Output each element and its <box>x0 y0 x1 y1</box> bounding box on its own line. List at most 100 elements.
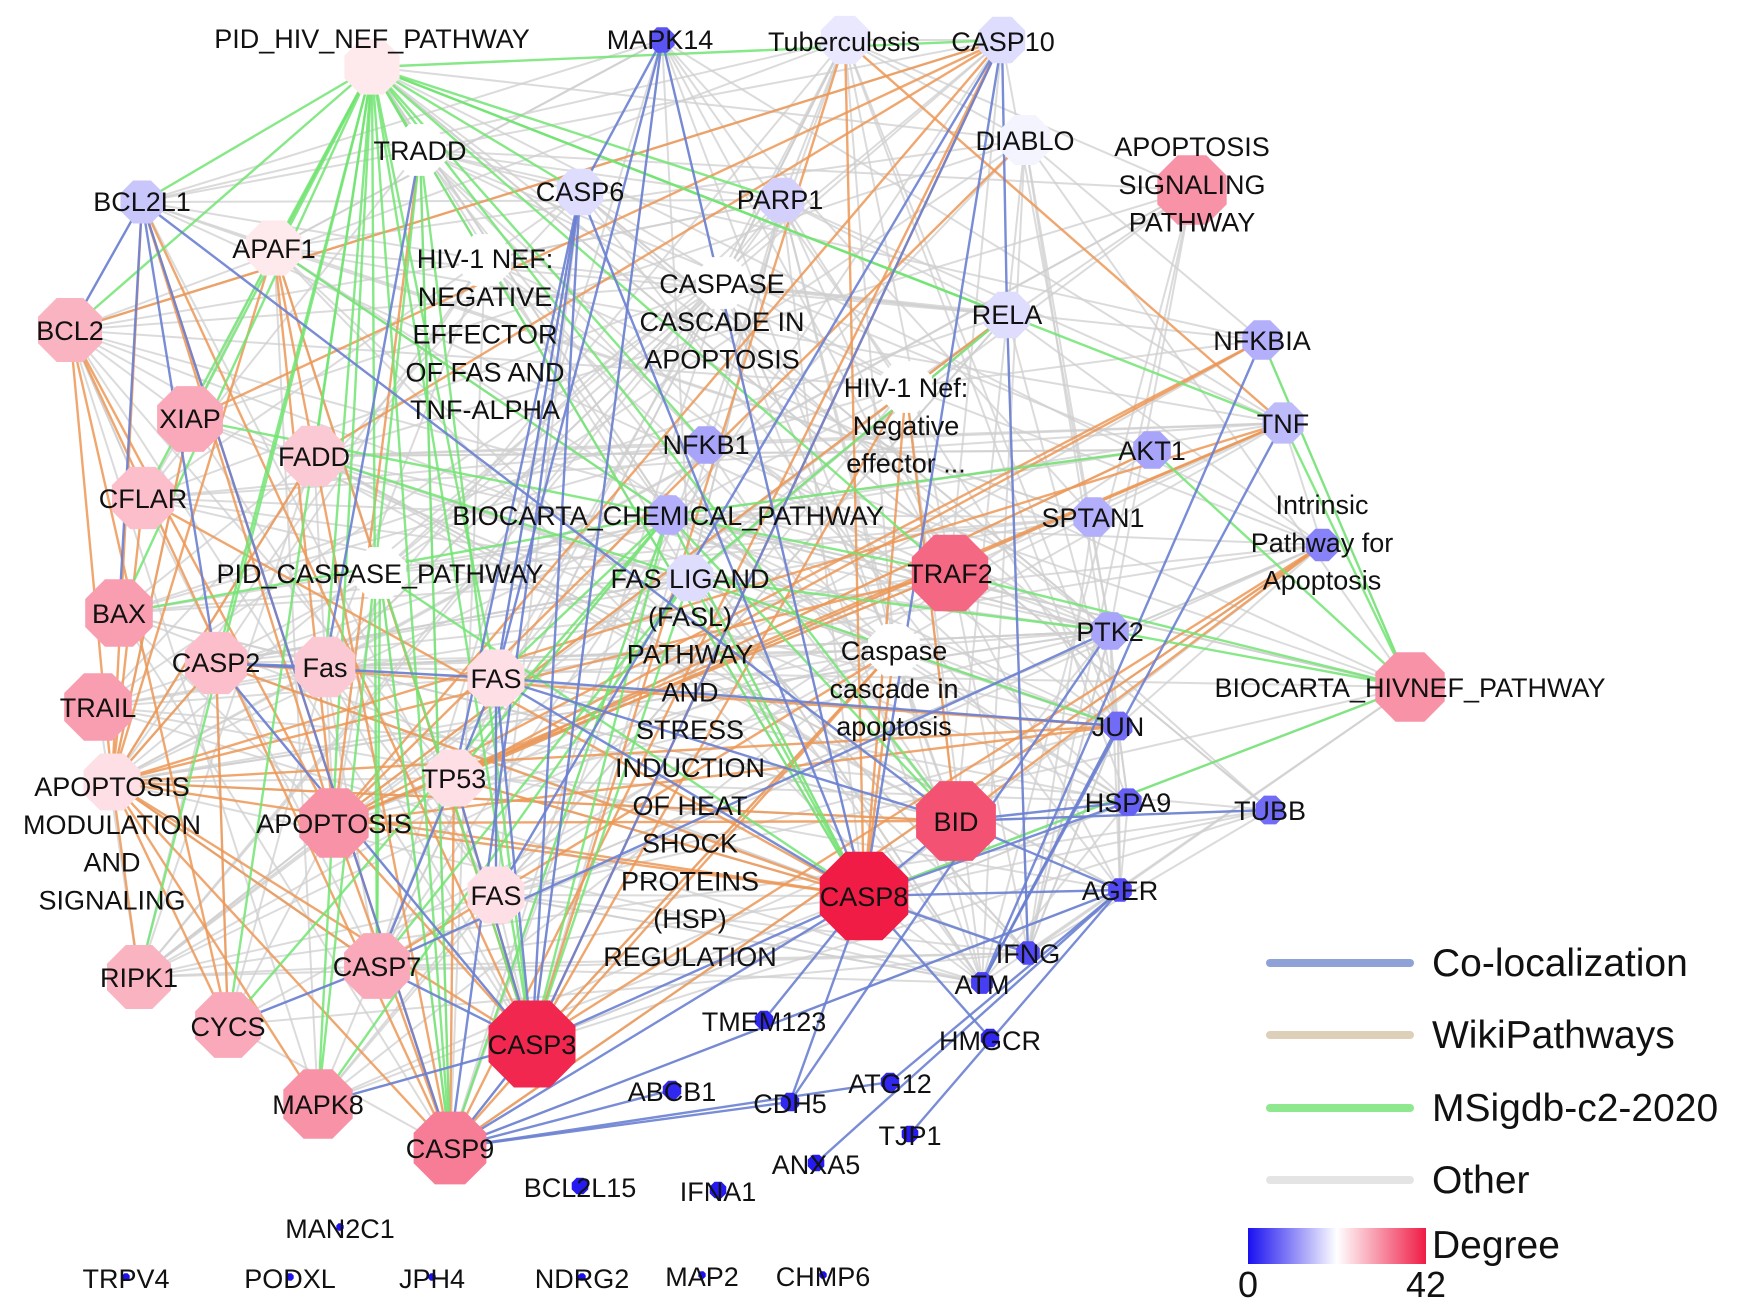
node-shape[interactable] <box>1157 155 1227 225</box>
node-shape[interactable] <box>1000 115 1050 165</box>
node-shape[interactable] <box>157 386 223 452</box>
node-shape[interactable] <box>1242 320 1282 360</box>
node-cdh5[interactable]: CDH5 <box>753 1089 827 1119</box>
node-shape[interactable] <box>1255 795 1285 825</box>
node-tubb[interactable]: TUBB <box>1234 795 1306 826</box>
node-shape[interactable] <box>819 1271 827 1279</box>
node-casp8[interactable]: CASP8 <box>819 851 909 941</box>
node-shape[interactable] <box>978 16 1026 64</box>
node-shape[interactable] <box>820 15 870 65</box>
node-shape[interactable] <box>184 631 248 695</box>
node-shape[interactable] <box>64 673 132 741</box>
node-fadd[interactable]: FADD <box>278 425 350 487</box>
node-shape[interactable] <box>1262 402 1304 444</box>
node-shape[interactable] <box>754 1010 774 1030</box>
node-shape[interactable] <box>195 992 261 1058</box>
node-shape[interactable] <box>299 788 369 858</box>
node-shape[interactable] <box>1016 941 1040 965</box>
node-shape[interactable] <box>122 1273 130 1281</box>
node-hmgcr[interactable]: HMGCR <box>939 1026 1041 1056</box>
node-biocarta_chemical[interactable]: BIOCARTA_CHEMICAL_PATHWAY <box>452 495 884 535</box>
node-shape[interactable] <box>1133 431 1171 469</box>
node-shape[interactable] <box>709 1181 727 1199</box>
node-shape[interactable] <box>971 972 993 994</box>
node-shape[interactable] <box>467 649 525 707</box>
node-shape[interactable] <box>336 1223 344 1231</box>
node-shape[interactable] <box>698 1271 706 1279</box>
node-bax[interactable]: BAX <box>85 579 153 647</box>
node-shape[interactable] <box>286 1273 294 1281</box>
node-abcb1[interactable]: ABCB1 <box>628 1077 717 1107</box>
node-shape[interactable] <box>759 177 805 223</box>
node-map2[interactable]: MAP2 <box>665 1262 739 1292</box>
node-fas_lower[interactable]: Fas <box>294 636 356 698</box>
node-shape[interactable] <box>901 1125 919 1143</box>
node-shape[interactable] <box>880 1072 900 1092</box>
node-sptan1[interactable]: SPTAN1 <box>1041 497 1145 537</box>
node-bid[interactable]: BID <box>916 781 996 861</box>
node-traf2[interactable]: TRAF2 <box>907 534 993 612</box>
node-nfkbia[interactable]: NFKBIA <box>1213 320 1311 360</box>
node-podxl[interactable]: PODXL <box>244 1264 336 1294</box>
node-ifna1[interactable]: IFNA1 <box>680 1177 757 1207</box>
node-akt1[interactable]: AKT1 <box>1118 431 1186 469</box>
node-shape[interactable] <box>344 39 400 95</box>
node-diablo[interactable]: DIABLO <box>975 115 1075 165</box>
node-casp7[interactable]: CASP7 <box>333 933 422 999</box>
node-casp2[interactable]: CASP2 <box>172 631 261 695</box>
node-shape[interactable] <box>880 361 932 413</box>
node-shape[interactable] <box>1073 497 1113 537</box>
node-shape[interactable] <box>294 636 356 698</box>
node-shape[interactable] <box>83 753 141 811</box>
node-shape[interactable] <box>911 534 989 612</box>
node-apoptosis[interactable]: APOPTOSIS <box>256 788 412 858</box>
node-cflar[interactable]: CFLAR <box>99 466 188 530</box>
node-fas_a[interactable]: FAS <box>467 649 525 707</box>
node-hspa9[interactable]: HSPA9 <box>1085 788 1172 818</box>
node-shape[interactable] <box>649 27 675 53</box>
node-shape[interactable] <box>413 1111 487 1185</box>
node-pid_caspase[interactable]: PID_CASPASE_PATHWAY <box>216 547 544 599</box>
node-shape[interactable] <box>354 547 406 599</box>
node-shape[interactable] <box>556 168 604 216</box>
node-shape[interactable] <box>578 1273 586 1281</box>
node-shape[interactable] <box>916 781 996 861</box>
node-shape[interactable] <box>780 1092 800 1112</box>
node-ifng[interactable]: IFNG <box>996 939 1061 969</box>
node-shape[interactable] <box>107 945 171 1009</box>
node-shape[interactable] <box>85 579 153 647</box>
node-tradd[interactable]: TRADD <box>374 124 467 176</box>
node-bcl2l15[interactable]: BCL2L15 <box>524 1173 637 1203</box>
node-trail[interactable]: TRAIL <box>60 673 137 741</box>
node-tjp1[interactable]: TJP1 <box>878 1121 941 1151</box>
node-shape[interactable] <box>38 298 102 362</box>
node-ptk2[interactable]: PTK2 <box>1076 612 1144 650</box>
node-shape[interactable] <box>807 1154 825 1172</box>
node-jph4[interactable]: JPH4 <box>399 1264 465 1294</box>
node-shape[interactable] <box>666 554 714 602</box>
node-shape[interactable] <box>819 851 909 941</box>
node-casp6[interactable]: CASP6 <box>536 168 625 216</box>
node-shape[interactable] <box>425 749 483 807</box>
node-shape[interactable] <box>246 220 302 276</box>
node-casp3[interactable]: CASP3 <box>488 1000 577 1088</box>
node-shape[interactable] <box>687 426 725 464</box>
node-chmp6[interactable]: CHMP6 <box>776 1262 871 1292</box>
node-shape[interactable] <box>1305 528 1339 562</box>
node-man2c1[interactable]: MAN2C1 <box>285 1214 395 1244</box>
node-shape[interactable] <box>1103 711 1133 741</box>
node-bcl2[interactable]: BCL2 <box>36 298 104 362</box>
node-casp9[interactable]: CASP9 <box>406 1111 495 1185</box>
node-shape[interactable] <box>696 257 748 309</box>
node-biocarta_hivnef[interactable]: BIOCARTA_HIVNEF_PATHWAY <box>1214 652 1606 722</box>
node-shape[interactable] <box>648 495 688 535</box>
node-shape[interactable] <box>467 866 525 924</box>
node-ripk1[interactable]: RIPK1 <box>100 945 178 1009</box>
node-shape[interactable] <box>344 933 410 999</box>
node-shape[interactable] <box>1114 788 1142 816</box>
